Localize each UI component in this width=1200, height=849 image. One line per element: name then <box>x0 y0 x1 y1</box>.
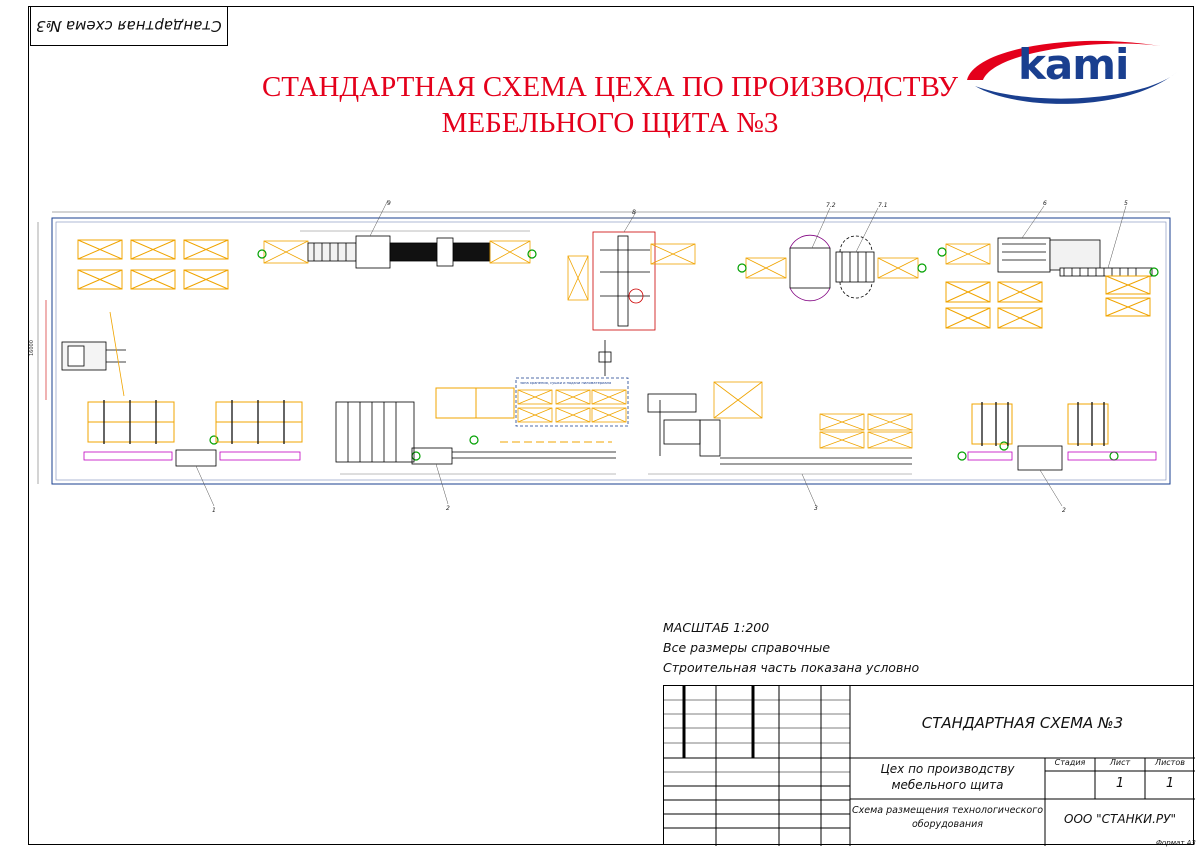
machine-2-right <box>1017 445 1063 471</box>
callout-2-right: 2 <box>1062 507 1066 514</box>
machine-3-line <box>647 393 912 507</box>
tb-main-title: СТАНДАРТНАЯ СХЕМА №3 <box>921 714 1124 732</box>
machine-1 <box>175 449 217 467</box>
logo-swoosh-red <box>967 40 1160 80</box>
note-scale: МАСШТАБ 1:200 <box>663 620 770 635</box>
callout-5: 5 <box>1124 200 1128 207</box>
kami-logo <box>967 40 1177 104</box>
callout-1: 1 <box>212 507 216 514</box>
tb-col-sheet: Лист <box>1109 758 1131 767</box>
callout-8: 8 <box>632 209 636 216</box>
tb-object-line2: мебельного щита <box>891 778 1004 792</box>
tb-object-line1: Цех по производству <box>880 762 1015 776</box>
machine-8 <box>567 211 696 331</box>
machine-9 <box>263 199 531 269</box>
tb-col-sheets: Листов <box>1155 758 1185 767</box>
title-block: СТАНДАРТНАЯ СХЕМА №3 Цех по производству… <box>663 685 1195 846</box>
tb-doc-line1: Схема размещения технологического <box>851 805 1044 816</box>
stacks-bottom-left <box>87 401 303 443</box>
title-block-grid <box>664 686 1195 846</box>
title-line-1: СТАНДАРТНАЯ СХЕМА ЦЕХА ПО ПРОИЗВОДСТВУ <box>261 71 959 103</box>
tb-sheets-value: 1 <box>1165 776 1175 791</box>
tb-company: ООО "СТАНКИ.РУ" <box>1064 812 1176 826</box>
machine-2-line <box>335 401 616 505</box>
green-markers <box>209 247 1159 461</box>
tb-sheet-value: 1 <box>1115 776 1125 791</box>
forklift <box>61 311 126 397</box>
note-construction: Строительная часть показана условно <box>663 660 920 675</box>
sheet-format: Формат А3 <box>1156 839 1196 847</box>
callout-3: 3 <box>814 505 818 512</box>
callout-2: 2 <box>446 505 450 512</box>
tb-col-stage: Стадия <box>1054 758 1086 767</box>
top-stamp: Стандартная схема №3 <box>30 6 228 46</box>
callout-6: 6 <box>1043 200 1047 207</box>
lumber-zone-label: зона хранения, сушки и подачи пиломатери… <box>520 381 611 385</box>
lumber-zone <box>515 377 629 427</box>
callout-7-1: 7.1 <box>878 202 888 209</box>
title-line-2: МЕБЕЛЬНОГО ЩИТА №3 <box>441 107 779 139</box>
callout-9: 9 <box>387 200 391 207</box>
tb-doc-line2: оборудования <box>911 819 984 830</box>
svg-text:16000: 16000 <box>29 340 35 356</box>
machine-7 <box>745 207 919 302</box>
storage-crates-top-left <box>77 239 229 290</box>
storage-crates-right <box>945 275 1151 329</box>
logo-swoosh-blue <box>975 72 1177 104</box>
machine-6-5 <box>945 205 1153 277</box>
center-column <box>598 340 612 376</box>
drawing-frame <box>28 6 1194 845</box>
conveyors-bottom-left <box>83 451 301 461</box>
callout-7-2: 7.2 <box>826 202 836 209</box>
drawing-notes: МАСШТАБ 1:200 Все размеры справочные Стр… <box>663 618 919 678</box>
note-dimensions: Все размеры справочные <box>663 640 831 655</box>
logo-wordmark: kami <box>1018 40 1129 89</box>
